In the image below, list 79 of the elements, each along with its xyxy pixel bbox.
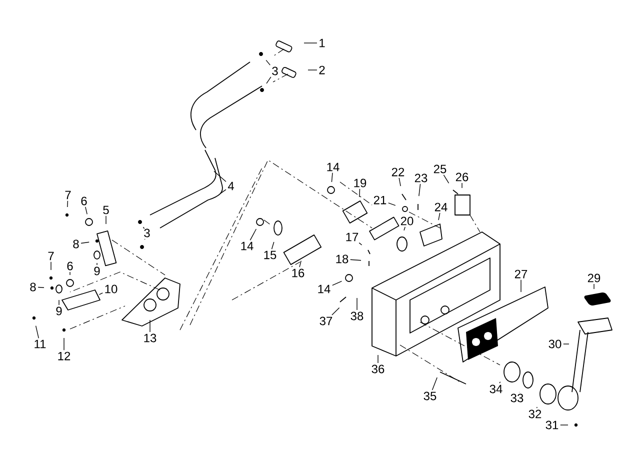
callout-number: 3 xyxy=(144,228,150,238)
leader-line xyxy=(80,242,90,244)
leader-line xyxy=(214,170,226,182)
leader-line xyxy=(350,259,362,261)
callout-number: 30 xyxy=(548,340,562,348)
callout-number: 35 xyxy=(424,392,436,400)
leader-line xyxy=(332,307,340,316)
callout-number: 17 xyxy=(346,232,358,242)
callout-number: 21 xyxy=(374,196,386,204)
leader-line xyxy=(404,226,406,231)
leader-line xyxy=(359,188,360,198)
leader-line xyxy=(499,381,501,384)
callout-number: 7 xyxy=(48,252,54,260)
callout-number: 1 xyxy=(320,38,325,48)
leader-line xyxy=(332,280,342,286)
callout-number: 8 xyxy=(73,240,79,248)
leader-line xyxy=(250,228,257,241)
leader-line xyxy=(266,76,272,84)
leader-line xyxy=(432,377,438,390)
leader-line xyxy=(96,262,98,266)
callout-number: 26 xyxy=(456,172,468,182)
leader-line xyxy=(358,242,362,246)
callout-number: 29 xyxy=(588,274,600,282)
callout-number: 12 xyxy=(58,352,70,360)
callout-number: 14 xyxy=(318,284,330,294)
leader-line xyxy=(438,212,440,220)
leader-line xyxy=(67,200,68,208)
callout-number: 36 xyxy=(372,364,384,374)
leader-line xyxy=(304,42,318,44)
leader-line xyxy=(35,325,39,339)
callout-number: 14 xyxy=(327,162,340,172)
leader-line xyxy=(220,189,226,194)
callout-number: 31 xyxy=(546,420,558,430)
callout-number: 11 xyxy=(34,340,46,348)
leader-line xyxy=(299,260,302,268)
callout-number: 14 xyxy=(241,242,254,250)
callout-number: 33 xyxy=(510,394,524,402)
leader-line xyxy=(271,242,274,250)
callout-number: 19 xyxy=(354,178,366,188)
leader-line xyxy=(98,292,103,295)
callout-number: 22 xyxy=(392,168,404,176)
callout-number: 6 xyxy=(81,196,87,206)
leader-line xyxy=(58,300,60,306)
leader-line xyxy=(331,172,333,182)
callout-number: 16 xyxy=(292,268,304,278)
leader-line xyxy=(560,424,568,426)
callout-number: 7 xyxy=(65,190,71,200)
callout-number: 25 xyxy=(434,164,446,174)
callout-number: 6 xyxy=(67,262,73,270)
callout-number: 18 xyxy=(336,254,348,264)
leader-line xyxy=(356,298,358,310)
callout-number: 23 xyxy=(414,174,428,182)
callout-number: 34 xyxy=(490,384,502,394)
leader-line xyxy=(38,286,44,288)
callout-number: 9 xyxy=(94,266,100,276)
callout-number: 3 xyxy=(272,66,278,76)
callout-number: 32 xyxy=(528,410,542,418)
callout-number: 20 xyxy=(400,216,414,226)
callout-number: 8 xyxy=(30,282,36,292)
leader-line xyxy=(142,226,145,230)
leader-line xyxy=(388,202,396,206)
leader-line xyxy=(50,261,52,270)
leader-line xyxy=(85,206,88,215)
callout-number: 27 xyxy=(514,270,528,278)
leader-line xyxy=(520,280,522,292)
callout-number: 10 xyxy=(105,284,118,294)
callout-number: 38 xyxy=(350,312,364,320)
callout-number: 24 xyxy=(434,202,448,212)
leader-line xyxy=(266,60,270,66)
callout-number: 15 xyxy=(264,250,276,260)
callout-number: 37 xyxy=(320,316,332,326)
callout-number: 5 xyxy=(103,206,109,214)
callout-number: 13 xyxy=(144,334,156,342)
leader-line xyxy=(443,174,450,184)
callout-number: 9 xyxy=(56,306,62,316)
leader-line xyxy=(418,184,421,196)
callout-number: 4 xyxy=(228,182,234,190)
callout-number: 2 xyxy=(319,66,325,74)
leader-line xyxy=(398,178,401,186)
